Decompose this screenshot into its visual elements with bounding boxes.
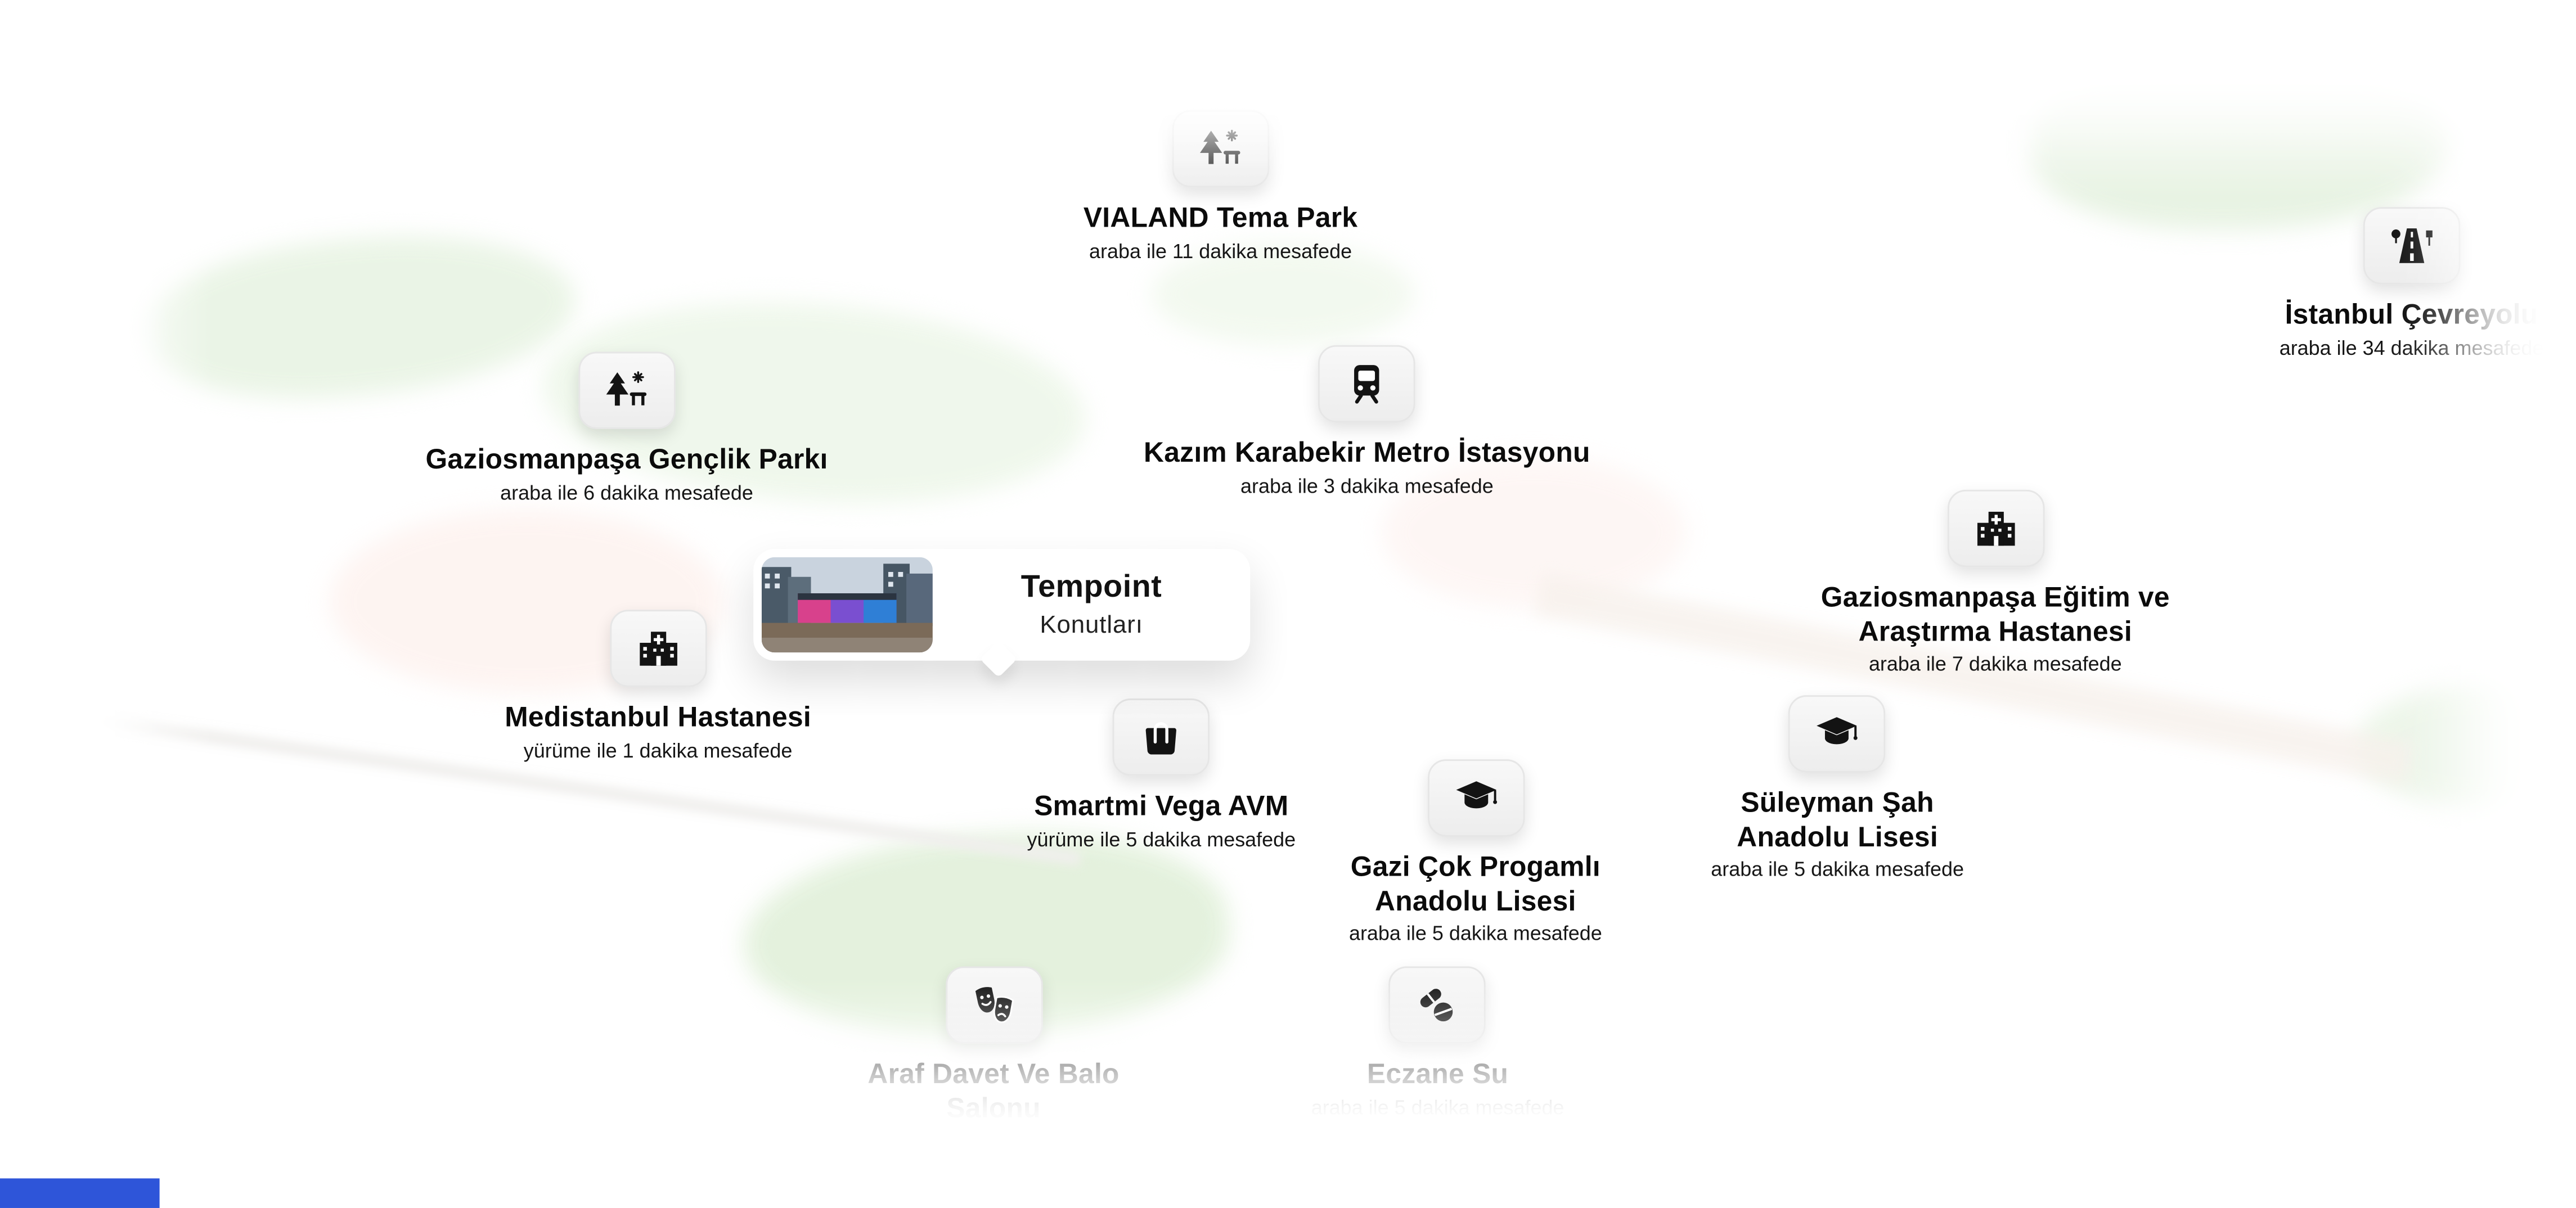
hospital-icon	[636, 626, 680, 670]
project-subtitle: Konutları	[1040, 611, 1143, 639]
poi-suleyman-sah-anadolu-lisesi[interactable]: Süleyman Şah Anadolu Lisesi araba ile 5 …	[1711, 695, 1964, 882]
poi-distance: yürüme ile 1 dakika mesafede	[523, 739, 793, 763]
poi-icon-card[interactable]	[1946, 489, 2044, 567]
poi-gop-egitim-arastirma-hastanesi[interactable]: Gaziosmanpaşa Eğitim ve Araştırma Hastan…	[1800, 489, 2191, 677]
poi-gaziosmanpasa-genclik-parki[interactable]: Gaziosmanpaşa Gençlik Parkı araba ile 6 …	[425, 351, 828, 504]
poi-name: Süleyman Şah Anadolu Lisesi	[1737, 787, 1938, 853]
poi-distance: araba ile 11 dakika mesafede	[1089, 239, 1352, 263]
poi-istanbul-cevreyolu[interactable]: İstanbul Çevreyolu araba ile 34 dakika m…	[2279, 207, 2544, 360]
poi-name: İstanbul Çevreyolu	[2285, 299, 2538, 331]
map-park-area	[2031, 57, 2451, 231]
poi-icon-card[interactable]	[945, 966, 1042, 1044]
poi-name: VIALAND Tema Park	[1083, 202, 1358, 233]
poi-name: Gaziosmanpaşa Gençlik Parkı	[425, 444, 828, 475]
poi-gazi-cok-progamli-anadolu-lisesi[interactable]: Gazi Çok Progamlı Anadolu Lisesi araba i…	[1336, 759, 1615, 946]
poi-icon-card[interactable]	[1113, 698, 1210, 776]
metro-icon	[1345, 362, 1389, 406]
poi-icon-card[interactable]	[609, 610, 707, 687]
poi-kazim-karabekir-metro[interactable]: Kazım Karabekir Metro İstasyonu araba il…	[1144, 345, 1590, 498]
poi-eczane-su[interactable]: Eczane Su araba ile 5 dakika mesafede	[1311, 966, 1565, 1119]
pills-icon	[1415, 983, 1460, 1027]
poi-icon-card[interactable]	[2363, 207, 2460, 285]
poi-name: Gazi Çok Progamlı Anadolu Lisesi	[1350, 851, 1601, 917]
park-icon	[1198, 127, 1243, 171]
poi-name: Medistanbul Hastanesi	[505, 701, 811, 733]
poi-name: Gaziosmanpaşa Eğitim ve Araştırma Hastan…	[1820, 582, 2170, 647]
poi-distance: araba ile 5 dakika mesafede	[1711, 858, 1964, 882]
poi-name: Araf Davet Ve Balo Salonu	[867, 1058, 1120, 1124]
poi-name: Eczane Su	[1366, 1058, 1509, 1090]
poi-icon-card[interactable]	[1172, 110, 1269, 188]
graduation-cap-icon	[1815, 711, 1860, 756]
poi-icon-card[interactable]	[578, 351, 676, 429]
poi-distance: araba ile 3 dakika mesafede	[1240, 474, 1494, 498]
poi-icon-card[interactable]	[1318, 345, 1416, 423]
poi-icon-card[interactable]	[1389, 966, 1486, 1044]
poi-distance: araba ile 5 dakika mesafede	[1348, 922, 1602, 946]
theater-masks-icon	[972, 983, 1016, 1027]
poi-vialand-tema-park[interactable]: VIALAND Tema Park araba ile 11 dakika me…	[1084, 110, 1357, 263]
project-photo-illustration	[761, 557, 933, 653]
poi-icon-card[interactable]	[1788, 695, 1886, 773]
poi-distance: yürüme ile 5 dakika mesafede	[1027, 828, 1296, 851]
poi-distance: araba ile 5 dakika mesafede	[1311, 1096, 1565, 1119]
poi-name: Smartmi Vega AVM	[1034, 790, 1289, 822]
poi-distance: araba ile 34 dakika mesafede	[2279, 336, 2544, 360]
hospital-icon	[1973, 506, 2017, 551]
poi-smartmi-vega-avm[interactable]: Smartmi Vega AVM yürüme ile 5 dakika mes…	[1027, 698, 1296, 851]
graduation-cap-icon	[1453, 776, 1498, 820]
project-title: Tempoint	[1020, 570, 1162, 605]
poi-distance: araba ile 6 dakika mesafede	[500, 481, 753, 504]
shopping-bag-icon	[1139, 715, 1184, 759]
map-water-strip	[0, 1178, 160, 1208]
poi-distance: araba ile 6 dakika mesafede	[867, 1130, 1120, 1153]
park-icon	[605, 368, 649, 413]
highway-icon	[2389, 223, 2434, 268]
poi-icon-card[interactable]	[1427, 759, 1525, 837]
project-card[interactable]: Tempoint Konutları	[753, 549, 1251, 678]
poi-name: Kazım Karabekir Metro İstasyonu	[1144, 437, 1590, 468]
poi-distance: araba ile 7 dakika mesafede	[1868, 653, 2122, 677]
poi-araf-davet-ve-balo-salonu[interactable]: Araf Davet Ve Balo Salonu araba ile 6 da…	[852, 966, 1135, 1153]
project-photo	[761, 557, 933, 653]
project-text: Tempoint Konutları	[933, 570, 1250, 639]
